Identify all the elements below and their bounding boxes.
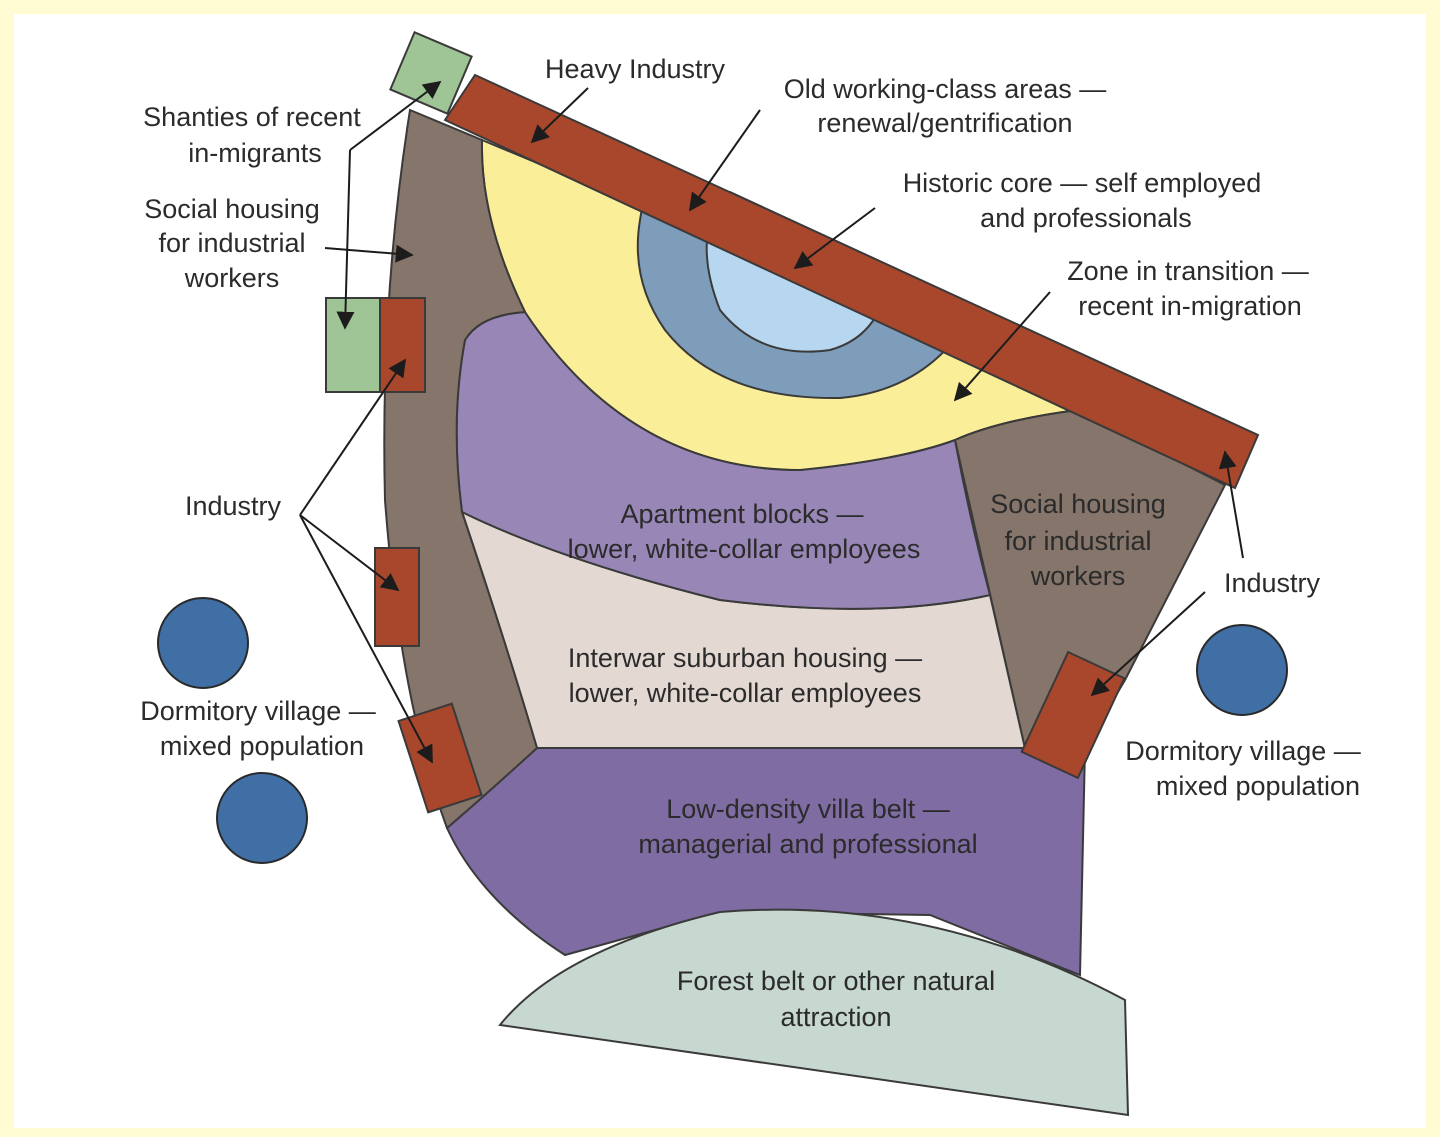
label-dormitory-right-line2: mixed population xyxy=(1156,771,1360,801)
label-social-housing-right-line2: for industrial xyxy=(1004,526,1151,556)
label-social-housing-right-line3: workers xyxy=(1030,561,1126,591)
label-industry-left: Industry xyxy=(185,491,282,521)
label-industry-right: Industry xyxy=(1224,568,1321,598)
social-housing-left-zone xyxy=(383,108,539,830)
label-zone-transition-line1: Zone in transition — xyxy=(1067,256,1309,286)
industry-left-block-3 xyxy=(397,702,483,814)
label-apartment-blocks-line2: lower, white-collar employees xyxy=(568,534,921,564)
label-social-housing-left-line3: workers xyxy=(184,263,280,293)
label-social-housing-left-line1: Social housing xyxy=(144,194,320,224)
labels: Heavy Industry Old working-class areas —… xyxy=(140,54,1361,1032)
industry-left-block-2 xyxy=(374,547,420,647)
label-villa-belt-line2: managerial and professional xyxy=(638,829,977,859)
heavy-industry-bar xyxy=(443,73,1260,490)
dormitory-village-right xyxy=(1196,624,1288,716)
label-heavy-industry: Heavy Industry xyxy=(545,54,726,84)
shanties-mid-square xyxy=(325,297,387,393)
leader-lines xyxy=(299,80,1244,764)
label-historic-core-line1: Historic core — self employed xyxy=(903,168,1262,198)
label-interwar-line1: Interwar suburban housing — xyxy=(568,643,922,673)
label-historic-core-line2: and professionals xyxy=(980,203,1192,233)
label-villa-belt-line1: Low-density villa belt — xyxy=(666,794,950,824)
label-forest-belt-line2: attraction xyxy=(780,1002,891,1032)
label-shanties-line1: Shanties of recent xyxy=(143,102,361,132)
dormitory-village-left-top xyxy=(157,597,249,689)
industry-left-block-1 xyxy=(379,297,426,393)
label-dormitory-left-line2: mixed population xyxy=(160,731,364,761)
label-forest-belt-line1: Forest belt or other natural xyxy=(677,966,995,996)
forest-belt-zone xyxy=(498,908,1130,1117)
label-zone-transition-line2: recent in-migration xyxy=(1078,291,1302,321)
label-interwar-line2: lower, white-collar employees xyxy=(569,678,922,708)
label-social-housing-right-line1: Social housing xyxy=(990,489,1166,519)
label-apartment-blocks-line1: Apartment blocks — xyxy=(620,499,863,529)
label-social-housing-left-line2: for industrial xyxy=(158,228,305,258)
label-old-working-class-line1: Old working-class areas — xyxy=(784,74,1107,104)
label-old-working-class-line2: renewal/gentrification xyxy=(817,108,1072,138)
shanties-top-square xyxy=(389,31,473,115)
villa-belt-zone xyxy=(445,747,1087,977)
label-dormitory-left-line1: Dormitory village — xyxy=(140,696,376,726)
label-dormitory-right-line1: Dormitory village — xyxy=(1125,736,1361,766)
label-shanties-line2: in-migrants xyxy=(188,138,322,168)
dormitory-village-left-bottom xyxy=(216,772,308,864)
